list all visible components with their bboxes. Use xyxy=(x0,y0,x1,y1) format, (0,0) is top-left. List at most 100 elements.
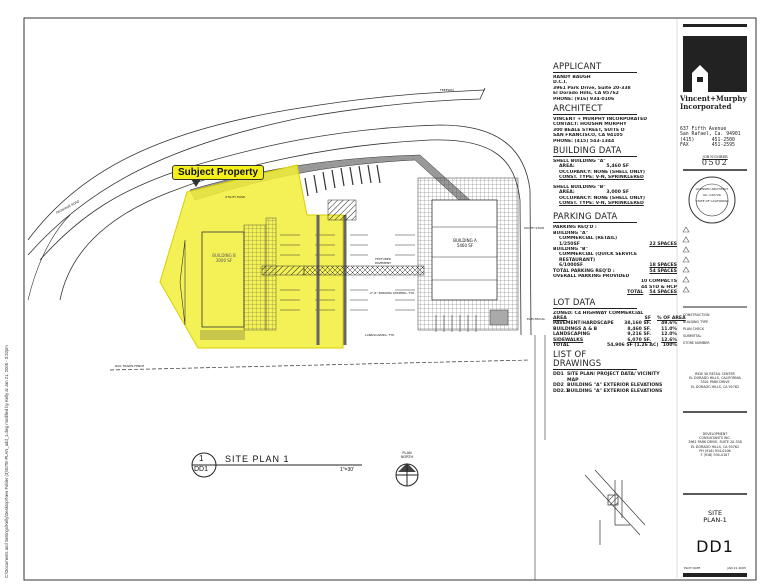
rail-fence-label: RAIL TRAINS FENCE xyxy=(115,364,145,368)
parking-b-ratio: 6/1000SF xyxy=(559,263,584,269)
seal-line: LICENSED ARCHITECT xyxy=(695,187,729,191)
site-plan-title: SITE PLAN 1 xyxy=(225,454,290,464)
frontage-road-edge xyxy=(59,139,522,336)
total-label: TOTAL xyxy=(627,290,644,296)
area-value: 3,000 SF xyxy=(606,190,629,196)
parking-compacts: 10 COMPACTS xyxy=(640,279,677,285)
applicant-heading: APPLICANT xyxy=(553,63,637,73)
textured-pavement xyxy=(261,265,305,276)
shell-b-const: CONST. TYPE: V-N, SPRINKLERED xyxy=(559,200,644,206)
parking-provided-label: OVERALL PARKING PROVIDED xyxy=(553,273,630,279)
info-label: STORE NUMBER xyxy=(683,341,710,345)
trash-enclosure xyxy=(327,199,357,221)
total-req-value: 54 SPACES xyxy=(649,268,677,274)
developer-line: 3961 PARK DRIVE, SUITE 20-338 xyxy=(688,440,742,445)
address-line: FAX 451-2595 xyxy=(680,142,735,148)
lot-cell: 100% xyxy=(662,343,677,349)
north-label-1: PLAN xyxy=(402,451,412,455)
electrical-label: ELECTRICAL xyxy=(527,317,546,321)
applicant-line: RANDY BAUGH xyxy=(553,75,591,80)
shell-b-occupancy: OCCUPANCY: NONE (SHELL ONLY) xyxy=(559,195,646,201)
lot-cell: 38,160 SF. xyxy=(624,321,651,327)
sheet-border xyxy=(23,17,757,581)
parking-b-title: BUILDING "B" xyxy=(553,246,588,252)
applicant-line: 3961 Park Drive, Suite 20-338 xyxy=(553,85,631,91)
firm-name-1: Vincent+Murphy xyxy=(680,94,747,103)
parking-total: TOTAL 54 SPACES xyxy=(553,290,677,295)
project-line: EL DORADO HILLS, CA 95762 xyxy=(690,384,740,389)
sheet-number: DD1 xyxy=(696,537,734,556)
shell-b-title: SHELL BUILDING "B" xyxy=(553,184,606,190)
lot-cell: 11.0% xyxy=(661,326,677,332)
parking-a-title: BUILDING "A" xyxy=(553,230,588,236)
detail-number: 1 xyxy=(199,454,204,463)
drawing-title: BUILDING "A" EXTERIOR ELEVATIONS xyxy=(567,388,663,394)
project-notes: APPLICANT RANDY BAUGH D.C.I. 3961 Park D… xyxy=(553,60,686,394)
job-value: 0502 xyxy=(701,158,729,167)
shell-a-title: SHELL BUILDING "A" xyxy=(553,159,606,165)
parking-total-req: TOTAL PARKING REQ'D :54 SPACES xyxy=(553,269,677,274)
drawing-title: BUILDING "A" EXTERIOR ELEVATIONS xyxy=(567,383,663,389)
shell-a-const: CONST. TYPE: V-N, SPRINKLERED xyxy=(559,175,644,181)
freeway-edge xyxy=(27,87,486,256)
freeway-label: FREEWAY xyxy=(440,88,455,92)
subject-property-callout: Subject Property xyxy=(172,165,265,187)
project-line: RIDE 50 RETAIL CENTER xyxy=(695,372,735,376)
project-info: RIDE 50 RETAIL CENTER EL DORADO HILLS, CA… xyxy=(683,372,747,389)
total-value: 54 SPACES xyxy=(649,290,677,296)
developer-line: DEVELOPMENT xyxy=(702,432,728,436)
textured-pavement xyxy=(303,265,425,276)
developer-line: PH (916) 934-0106 xyxy=(699,448,731,453)
plot-date-label: PLOT DATE xyxy=(684,566,701,570)
lot-cell: 9,216 SF. xyxy=(627,332,651,338)
address-line: (415) 451-2500 xyxy=(680,137,735,143)
parking-a-spaces: 22 SPACES xyxy=(649,241,677,247)
building-a xyxy=(431,199,498,301)
address-line: 637 Fifth Avenue xyxy=(680,127,727,132)
electrical-box xyxy=(489,309,509,326)
lot-cell: 6,070 SF. xyxy=(627,337,651,343)
parking-std: 44 STD & HCP xyxy=(640,284,677,290)
sheet-title-2: PLAN-1 xyxy=(703,516,727,524)
parking-req: PARKING REQ'D : xyxy=(553,225,597,231)
shell-b-area: AREA:3,000 SF xyxy=(553,190,629,195)
applicant-line: El Dorado Hills, CA 95762 xyxy=(553,91,619,97)
lot-cell: TOTAL xyxy=(553,343,570,349)
lot-zoned: ZONED: C4 HIGHWAY COMMERCIAL xyxy=(553,310,644,316)
architect-line: SAN FRANCISCO, CA 94105 xyxy=(553,133,623,139)
frontage-road-edge xyxy=(39,124,532,336)
architect-line: PHONE: (415) 543-1344 xyxy=(553,138,615,144)
textured-pavement-label: TEXTURED PAVEMENT xyxy=(375,257,392,265)
parking-heading: PARKING DATA xyxy=(553,213,637,224)
building-data-heading: BUILDING DATA xyxy=(553,147,637,158)
developer-line: F (916) 934-0107 xyxy=(700,453,730,458)
building-a-name: BUILDING A xyxy=(453,238,477,243)
info-label: PLAN CHECK xyxy=(683,327,704,331)
applicant-line: D.C.I. xyxy=(553,80,568,86)
seal-line: STATE OF CALIFORNIA xyxy=(695,199,729,203)
area-label: AREA: xyxy=(559,164,575,170)
building-b-area: 3000 SF xyxy=(215,258,233,263)
lot-cell: BUILDINGS A & B xyxy=(553,326,598,332)
drawings-heading: LIST OF DRAWINGS xyxy=(553,351,637,371)
shell-a-area: AREA:5,460 SF xyxy=(553,164,629,169)
north-label-2: NORTH xyxy=(400,455,414,459)
lot-cell: LANDSCAPING xyxy=(553,332,591,338)
architect-seal-icon xyxy=(688,176,736,224)
lot-data-heading: LOT DATA xyxy=(553,298,637,309)
